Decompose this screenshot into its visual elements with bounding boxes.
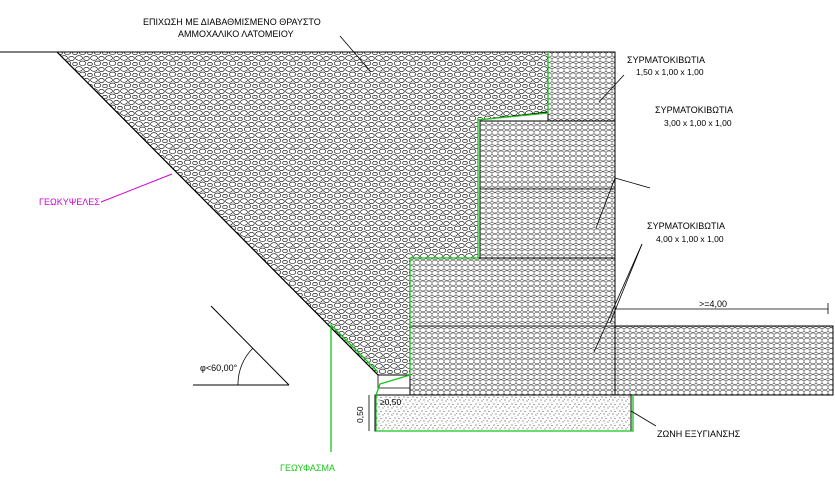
geotextile-line (375, 52, 634, 432)
gabion-2-dims: 3,00 x 1,00 x 1,00 (664, 118, 732, 128)
gabion-toe (614, 325, 834, 396)
leveling-zone-label: ΖΩΝΗ ΕΞΥΓΙΑΝΣΗΣ (657, 429, 741, 439)
angle-slope-line (210, 305, 290, 386)
geotextile-line-left (330, 323, 379, 452)
leader-gabion-3 (593, 243, 643, 353)
angle-label: φ<60,00° (200, 363, 238, 373)
length-label: >=4,00 (699, 299, 727, 309)
offset-label: ≥0,50 (380, 397, 401, 407)
leader-gabion-3b (609, 243, 643, 324)
gabion-3-dims: 4,00 x 1,00 x 1,00 (656, 234, 724, 244)
fill-title-line2: ΑΜΜΟΧΑΛΙΚΟ ΛΑΤΟΜΕΙΟΥ (178, 29, 294, 39)
leader-gabion-2 (595, 177, 651, 229)
gabion-1-dims: 1,50 x 1,00 x 1,00 (636, 67, 704, 77)
leveling-zone (374, 394, 632, 432)
gabion-row-3 (409, 257, 616, 396)
small-block (377, 375, 411, 389)
gabion-row-2 (479, 120, 616, 259)
gabion-3-title: ΣΥΡΜΑΤΟΚΙΒΩΤΙΑ (647, 221, 725, 231)
leader-leveling (630, 410, 657, 427)
geocell-leader (100, 173, 173, 203)
gabion-1-title: ΣΥΡΜΑΤΟΚΙΒΩΤΙΑ (627, 55, 705, 65)
geocell-label: ΓΕΩΚΥΨΕΛΕΣ (39, 197, 100, 207)
geotextile-label: ΓΕΩΥΦΑΣΜΑ (280, 463, 335, 473)
gabion-2-title: ΣΥΡΜΑΤΟΚΙΒΩΤΙΑ (655, 105, 733, 115)
depth-label: 0,50 (355, 406, 365, 423)
angle-arc (237, 347, 254, 386)
leader-gabion-1 (598, 74, 625, 103)
gabion-row-1 (547, 51, 616, 122)
leader-fill (339, 35, 372, 73)
excavation-slope (56, 51, 379, 376)
fill-title-line1: ΕΠΙΧΩΣΗ ΜΕ ΔΙΑΒΑΘΜΙΣΜΕΝΟ ΘΡΑΥΣΤΟ (143, 17, 321, 27)
